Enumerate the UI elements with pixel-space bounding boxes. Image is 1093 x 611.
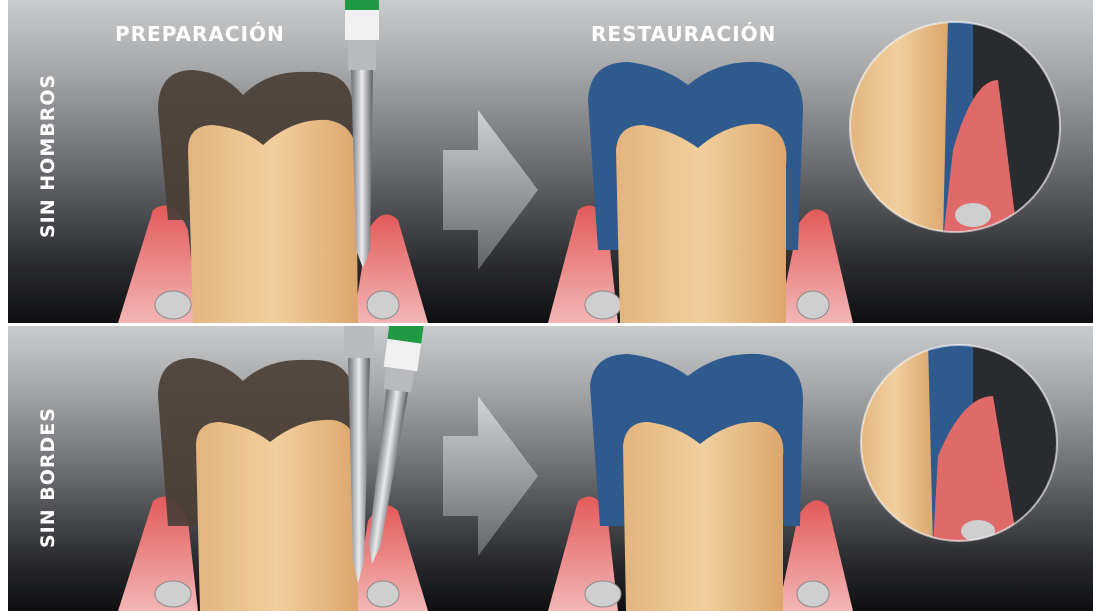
- bone-right: [367, 581, 399, 607]
- bone-left: [155, 291, 191, 319]
- bone-right: [367, 291, 399, 319]
- bone-left: [585, 581, 621, 607]
- bone-left: [155, 581, 191, 607]
- tooth-prepared: [188, 120, 358, 323]
- column-label-preparacion: PREPARACIÓN: [115, 22, 285, 46]
- tooth-restored: [623, 422, 783, 611]
- arrow-right: [443, 396, 538, 556]
- bone-right: [797, 291, 829, 319]
- bone-left: [585, 291, 621, 319]
- panel-sin-hombros: PREPARACIÓN RESTAURACIÓN SIN HOMBROS: [8, 0, 1093, 323]
- column-label-restauracion: RESTAURACIÓN: [591, 22, 776, 46]
- bone-right: [797, 581, 829, 607]
- row-label-sin-bordes: SIN BORDES: [37, 407, 59, 548]
- arrow-right: [443, 110, 538, 270]
- tooth-prepared: [196, 420, 358, 611]
- panel-sin-bordes: SIN BORDES: [8, 326, 1093, 611]
- row-label-sin-hombros: SIN HOMBROS: [37, 74, 59, 238]
- tooth-restored: [616, 124, 786, 323]
